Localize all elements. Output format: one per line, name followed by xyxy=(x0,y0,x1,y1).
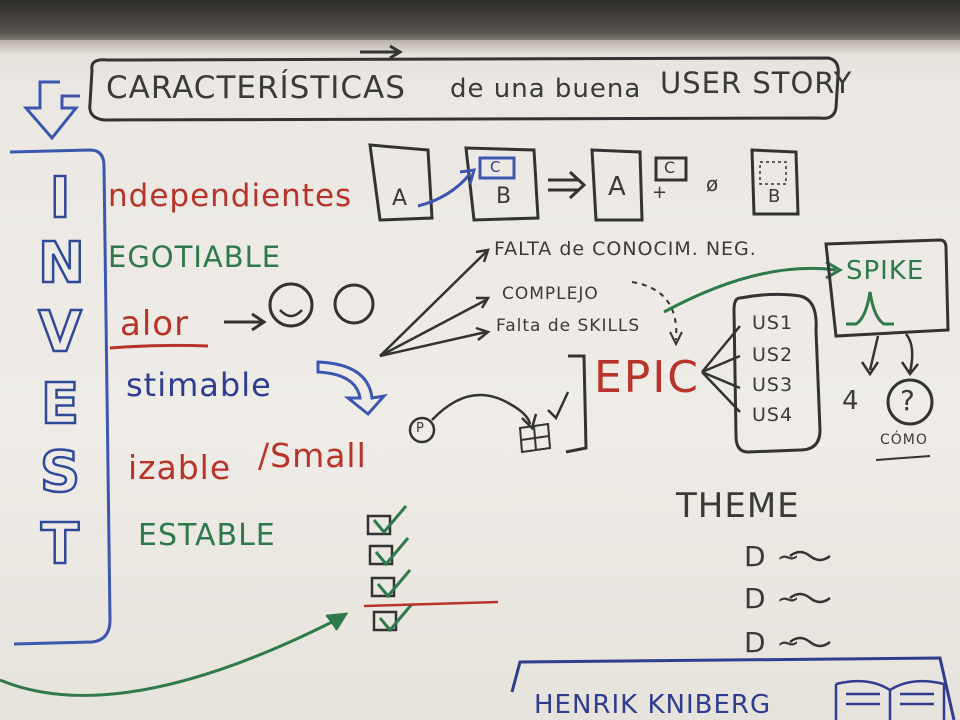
box-c-label: C xyxy=(490,158,502,176)
box-a xyxy=(368,143,434,222)
checklist-icon xyxy=(366,514,398,632)
title-middle: de una buena xyxy=(450,74,642,104)
box-a-label: A xyxy=(392,186,409,211)
question-icon: ? xyxy=(900,384,916,417)
credit-text: HENRIK KNIBERG xyxy=(534,690,772,720)
box-c2-label: C xyxy=(664,158,677,177)
letter-i: I xyxy=(48,165,71,233)
reason-complex: COMPLEJO xyxy=(502,284,599,304)
user-stories-box xyxy=(732,292,822,454)
word-independientes: ndependientes xyxy=(108,178,353,214)
title-box xyxy=(88,56,840,122)
dollar-icon xyxy=(333,283,375,325)
dark-background xyxy=(0,0,960,46)
user-story-3: US3 xyxy=(752,374,794,396)
theme-item-2: D ~ xyxy=(744,582,801,615)
word-estimable: stimable xyxy=(126,366,272,404)
word-testable: ESTABLE xyxy=(138,518,276,553)
title-left: CARACTERÍSTICAS xyxy=(106,70,406,106)
invest-box xyxy=(9,148,112,646)
box-a2-label: A xyxy=(608,172,627,202)
letter-s: S xyxy=(39,439,82,507)
user-story-2: US2 xyxy=(752,344,794,366)
word-small: /Small xyxy=(258,436,367,475)
spike-answer: 4 xyxy=(842,386,860,416)
flipchart-top-edge xyxy=(0,40,960,54)
book-icon xyxy=(834,679,946,720)
or-sign: ø xyxy=(706,172,720,196)
box-b-label: B xyxy=(496,184,513,209)
epic-label: EPIC xyxy=(594,352,701,403)
letter-t: T xyxy=(40,511,81,579)
spike-how: CÓMO xyxy=(880,432,928,448)
reason-knowledge: FALTA de CONOCIM. NEG. xyxy=(494,238,757,260)
user-story-4: US4 xyxy=(752,404,794,426)
letter-e: E xyxy=(40,371,81,439)
spike-label: SPIKE xyxy=(846,256,925,286)
p-marker: P xyxy=(416,421,425,436)
reason-skills: Falta de SKILLS xyxy=(496,316,641,336)
theme-item-3: D ~ xyxy=(744,626,801,659)
title-right: USER STORY xyxy=(660,66,853,100)
box-b2-label: B xyxy=(768,186,782,207)
arrow-head-icon xyxy=(325,612,349,631)
letter-n: N xyxy=(37,230,86,298)
box-c-blue xyxy=(478,156,516,180)
smiley-icon xyxy=(268,282,314,328)
letter-v: V xyxy=(37,299,83,367)
curved-arrow-icon xyxy=(316,360,388,417)
theme-label: THEME xyxy=(676,486,800,526)
cube-icon xyxy=(518,422,552,454)
theme-item-1: D ~ xyxy=(744,540,801,573)
word-sizable: izable xyxy=(128,448,232,487)
word-negotiable: EGOTIABLE xyxy=(108,240,282,274)
word-valor: alor xyxy=(120,304,190,344)
plus-sign: + xyxy=(652,182,669,203)
implies-arrow-icon xyxy=(548,170,587,200)
down-arrow-icon xyxy=(22,80,80,141)
spike-box xyxy=(824,238,950,338)
credit-box xyxy=(510,656,956,720)
box-b xyxy=(464,146,540,222)
user-story-1: US1 xyxy=(752,312,794,334)
